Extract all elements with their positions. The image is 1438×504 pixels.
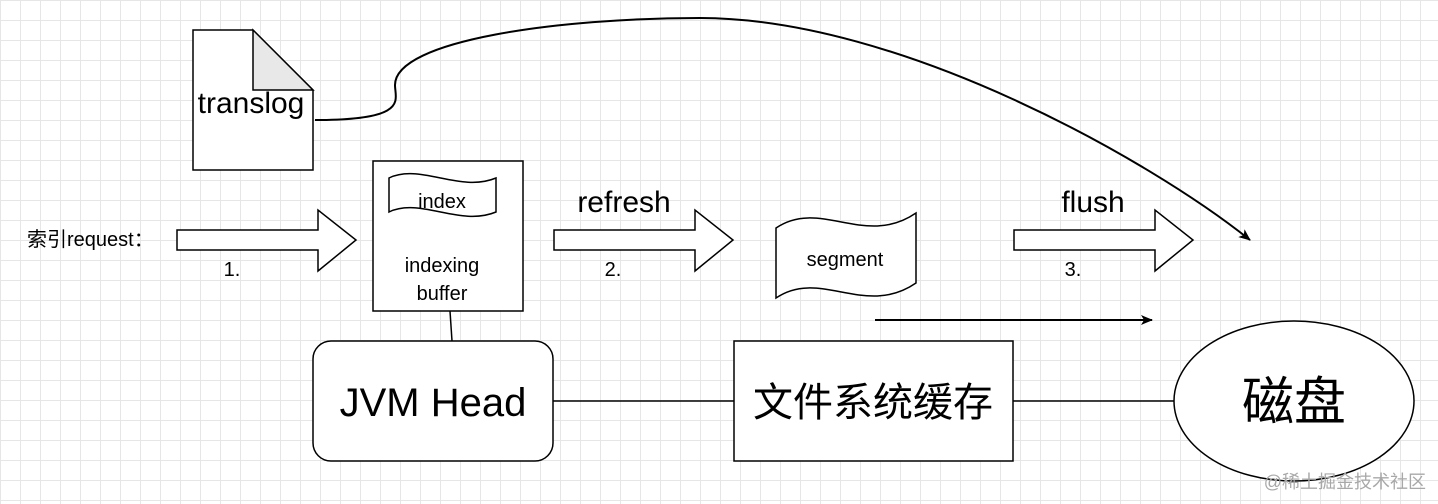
segment-tape-shape bbox=[775, 211, 917, 300]
index-label: index bbox=[418, 191, 466, 213]
translog-document: translog bbox=[192, 28, 315, 171]
indexing-buffer-line1: indexing bbox=[405, 255, 480, 277]
fs-cache-rect bbox=[733, 340, 1014, 462]
jvm-head-box: JVM Head bbox=[312, 340, 554, 462]
fs-cache-label: 文件系统缓存 bbox=[753, 381, 993, 425]
fs-cache-box: 文件系统缓存 bbox=[733, 340, 1014, 462]
indexing-buffer-box: index indexing buffer bbox=[372, 160, 524, 312]
segment-label: segment bbox=[807, 249, 884, 271]
jvm-head-rect bbox=[312, 340, 554, 462]
segment-tape: segment bbox=[775, 211, 917, 300]
watermark-text: @稀土掘金技术社区 bbox=[1264, 472, 1426, 492]
translog-label: translog bbox=[198, 87, 305, 120]
step-3-label: 3. bbox=[1065, 259, 1082, 281]
indexing-buffer-line2: buffer bbox=[417, 283, 468, 305]
block-arrow-3 bbox=[1013, 208, 1195, 273]
request-label: 索引request： bbox=[27, 228, 154, 251]
translog-to-disk-curve bbox=[314, 16, 1251, 241]
flush-label: flush bbox=[1061, 186, 1124, 219]
step-2-label: 2. bbox=[605, 259, 622, 281]
block-arrow-2 bbox=[553, 208, 735, 273]
jvm-head-label: JVM Head bbox=[340, 381, 527, 425]
translog-doc-fold bbox=[252, 28, 315, 91]
disk-ellipse bbox=[1173, 320, 1415, 482]
disk-label: 磁盘 bbox=[1242, 374, 1346, 432]
block-arrow-1 bbox=[176, 208, 358, 273]
step-1-label: 1. bbox=[224, 259, 241, 281]
buffer-to-jvm-connector bbox=[449, 310, 453, 342]
index-tape-shape bbox=[388, 173, 497, 217]
disk-node: 磁盘 bbox=[1173, 320, 1415, 482]
refresh-label: refresh bbox=[577, 186, 670, 219]
